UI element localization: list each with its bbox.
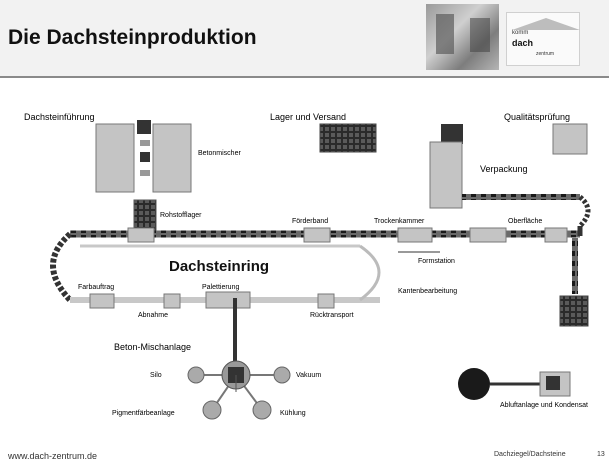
footer-website: www.dach-zentrum.de <box>8 451 98 461</box>
pallet-box <box>559 295 589 327</box>
slide-title: Die Dachsteinproduktion <box>8 26 257 49</box>
ring-station <box>544 227 568 243</box>
label-formstation: Formstation <box>418 258 455 265</box>
ring-station <box>469 227 507 243</box>
feed-line <box>233 298 237 364</box>
logo-text-main: dach <box>512 38 534 48</box>
label-dachsteinfuehrung: Dachsteinführung <box>24 112 95 122</box>
label-palettierung: Palettierung <box>202 284 240 291</box>
label-pigmentfaerbeanlage: Pigmentfärbeanlage <box>112 410 175 417</box>
ofen <box>458 368 571 400</box>
label-foerderband: Förderband <box>292 218 329 225</box>
label-qualitaetspruefung: Qualitätsprüfung <box>504 112 571 122</box>
header-divider <box>0 76 609 78</box>
ring-title: Dachsteinring <box>169 258 270 275</box>
label-abluft: Abluftanlage und Kondensat <box>500 402 588 409</box>
label-mischanlage: Beton-Mischanlage <box>114 342 192 352</box>
label-rohstofflager: Rohstofflager <box>160 212 202 219</box>
ring-station <box>163 293 181 309</box>
ring-station <box>127 227 155 243</box>
vertical-conveyor <box>572 238 578 294</box>
label-silo: Silo <box>150 372 162 379</box>
label-lager-versand: Lager und Versand <box>270 112 347 122</box>
label-vakuum: Vakuum <box>296 372 322 379</box>
label-trockenkammer: Trockenkammer <box>374 218 425 225</box>
label-ruecktransport: Rücktransport <box>310 312 354 319</box>
ring-station <box>89 293 115 309</box>
label-kuehlung: Kühlung <box>280 410 306 417</box>
footer-caption: Dachziegel/Dachsteine <box>494 451 566 458</box>
mischanlage-hub <box>187 360 291 420</box>
logo-text-bottom: zentrum <box>536 51 555 57</box>
label-kantenbearbeitung: Kantenbearbeitung <box>398 288 458 295</box>
verpackung-machine <box>429 124 591 228</box>
production-diagram <box>50 120 591 420</box>
label-abnahme: Abnahme <box>138 312 168 319</box>
label-farbauftrag: Farbauftrag <box>78 284 115 291</box>
label-oberflaeche: Oberfläche <box>508 218 543 225</box>
label-verpackung: Verpackung <box>480 164 528 174</box>
ring-station <box>303 227 331 243</box>
ring-station <box>397 227 433 243</box>
header-photo <box>426 4 499 70</box>
logo-roof-icon <box>512 18 580 30</box>
ring-station <box>205 291 251 309</box>
logo-text-top: komm <box>512 30 529 36</box>
lager-rack <box>319 123 377 153</box>
ring-station <box>317 293 335 309</box>
dachsteinfuehrung-machine <box>95 120 192 233</box>
page-number: 13 <box>597 451 605 458</box>
qualitaet-box <box>552 123 588 155</box>
label-betonmischer: Betonmischer <box>198 150 241 157</box>
